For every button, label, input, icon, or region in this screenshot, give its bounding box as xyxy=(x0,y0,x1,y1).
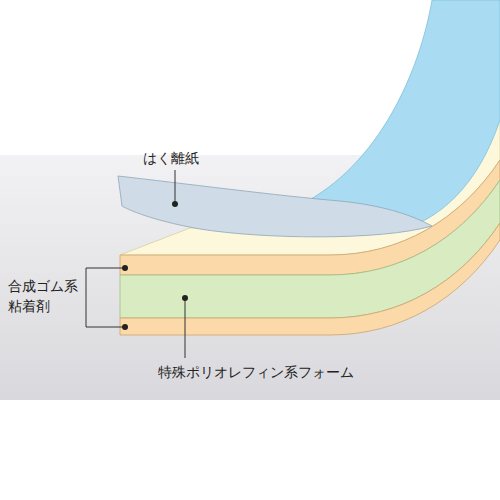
release-paper-underside xyxy=(118,176,432,237)
foam-label: 特殊ポリオレフィン系フォーム xyxy=(158,362,354,382)
adhesive-label: 合成ゴム系 粘着剤 xyxy=(8,276,82,316)
adhesive-layer-bottom xyxy=(120,223,500,335)
release-paper-label: はく離紙 xyxy=(143,148,199,168)
leader-dots xyxy=(122,201,188,330)
leader-lines xyxy=(86,170,185,358)
release-paper-upper xyxy=(300,0,500,232)
